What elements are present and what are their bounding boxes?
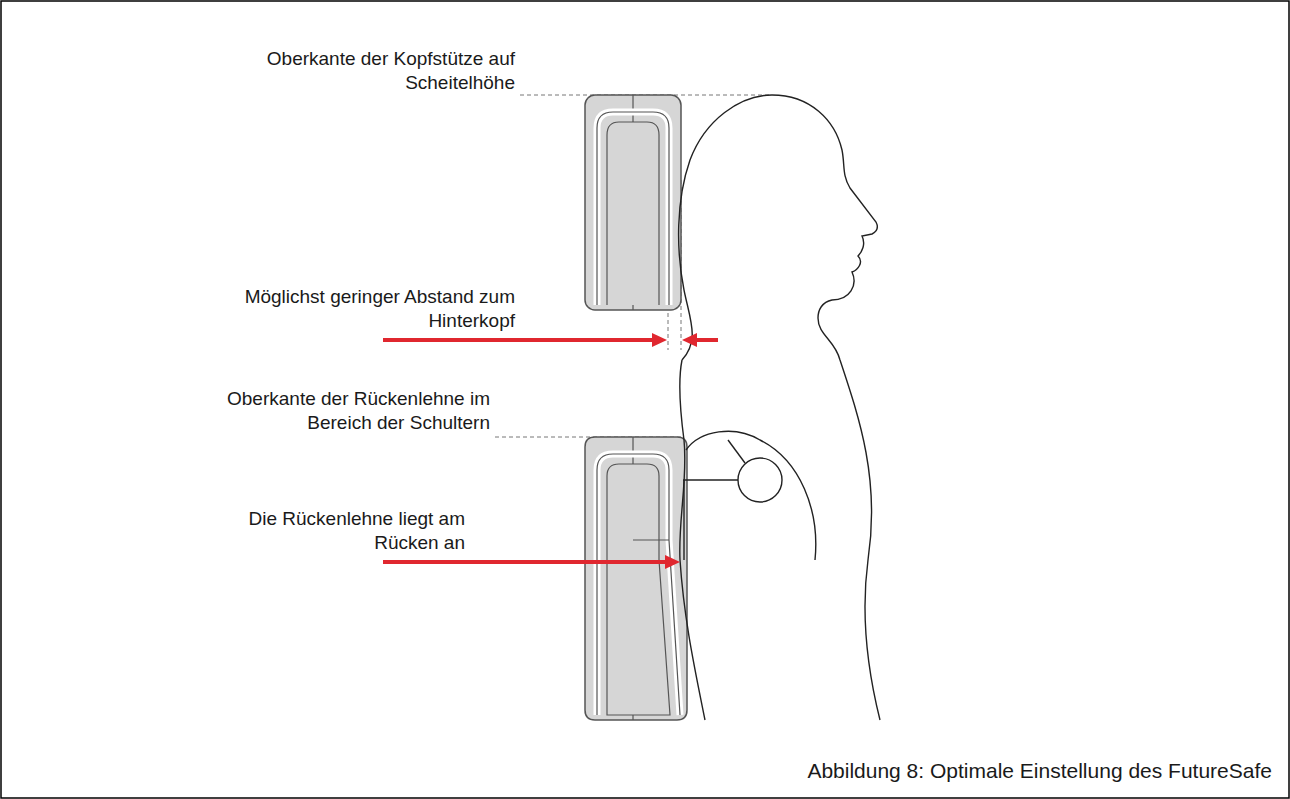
figure-caption: Abbildung 8: Optimale Einstellung des Fu… <box>807 758 1272 784</box>
callout-label: Die Rückenlehne liegt am Rücken an <box>195 507 465 555</box>
callout-label: Möglichst geringer Abstand zum Hinterkop… <box>185 285 515 333</box>
backrest <box>585 437 687 720</box>
callout-label: Oberkante der Rückenlehne im Bereich der… <box>170 387 490 435</box>
reference-lines <box>495 95 772 437</box>
headrest <box>585 95 681 310</box>
person-outline <box>679 95 880 720</box>
callout-label: Oberkante der Kopfstütze auf Scheitelhöh… <box>215 47 515 95</box>
